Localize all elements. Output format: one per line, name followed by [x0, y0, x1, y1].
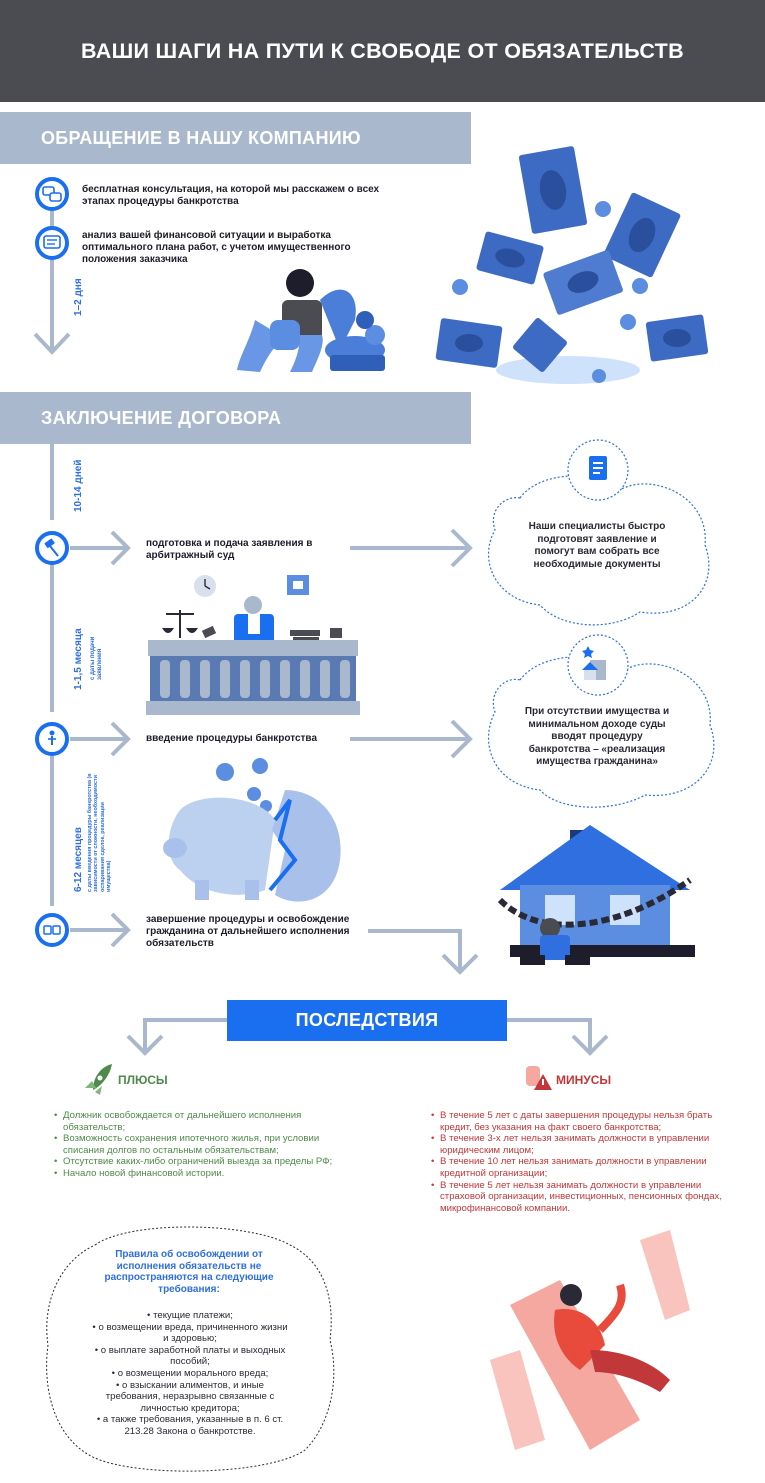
step-analysis: анализ вашей финансовой ситуации и выраб… [82, 230, 351, 265]
cons-title: МИНУСЫ [556, 1073, 612, 1087]
rules-item: текущие платежи; [153, 1310, 233, 1321]
rules-title: Правила об освобождении от исполнения об… [104, 1249, 274, 1295]
cons-item: В течение 5 лет с даты завершения процед… [431, 1110, 725, 1133]
falling-man-illustration [490, 1230, 690, 1450]
rules-cloud [46, 1226, 335, 1472]
message-icon [35, 226, 69, 260]
step-completion: завершение процедуры и освобождение граж… [146, 914, 350, 949]
section-title-contract: ЗАКЛЮЧЕНИЕ ДОГОВОРА [41, 407, 282, 428]
rules-list: • текущие платежи; • о возмещении вреда,… [92, 1310, 288, 1437]
rules-item: о возмещении морального вреда; [117, 1367, 269, 1379]
house-chain-illustration [497, 825, 695, 965]
pros-item: Возможность сохранения ипотечного жилья,… [54, 1133, 348, 1156]
pros-list: Должник освобождается от дальнейшего исп… [54, 1110, 348, 1180]
pros-item: Отсутствие каких-либо ограничений выезда… [54, 1156, 348, 1168]
cons-item: В течение 10 лет нельзя занимать должнос… [431, 1156, 725, 1179]
sitting-man-illustration [237, 269, 385, 372]
document-icon [589, 456, 607, 480]
gavel-icon [35, 531, 69, 565]
cloud-2-text: При отсутствии имущества и минимальном д… [524, 706, 670, 767]
courtroom-illustration [146, 575, 360, 715]
arrow-step1-head [110, 530, 131, 566]
cons-list: В течение 5 лет с даты завершения процед… [431, 1110, 725, 1215]
duration-step1: 10-14 дней [73, 459, 84, 512]
duration-step3: 6-12 месяцев [73, 827, 84, 892]
cons-item: В течение 5 лет нельзя занимать должност… [431, 1180, 725, 1215]
timeline-arrow-1 [33, 332, 71, 355]
warning-icon [526, 1066, 552, 1090]
section-bar-company: ОБРАЩЕНИЕ В НАШУ КОМПАНИЮ [0, 112, 471, 164]
page-title: ВАШИ ШАГИ НА ПУТИ К СВОБОДЕ ОТ ОБЯЗАТЕЛЬ… [81, 38, 684, 63]
consequences-banner: ПОСЛЕДСТВИЯ [227, 1000, 507, 1041]
cloud-1-text: Наши специалисты быстро подготовят заявл… [528, 521, 666, 570]
money-illustration [435, 146, 709, 384]
duration-step2: 1-1,5 месяца [73, 628, 84, 690]
consequences-title: ПОСЛЕДСТВИЯ [295, 1010, 439, 1030]
rocket-icon [85, 1064, 112, 1095]
piggy-bank-illustration [163, 758, 341, 902]
pros-title: ПЛЮСЫ [118, 1073, 168, 1087]
arrow-step3-elbow-head [441, 953, 479, 975]
branch-left [143, 1018, 227, 1052]
arrow-to-cloud1-head [450, 528, 473, 568]
arrow-step2-head [110, 721, 131, 757]
pros-item: Начало новой финансовой истории. [54, 1168, 348, 1180]
step-consultation: бесплатная консультация, на которой мы р… [82, 184, 380, 207]
property-icon [582, 646, 606, 680]
header-bar: ВАШИ ШАГИ НА ПУТИ К СВОБОДЕ ОТ ОБЯЗАТЕЛЬ… [0, 0, 765, 102]
chat-icon [35, 177, 69, 211]
branch-right [507, 1018, 592, 1052]
rules-item: о выплате заработной платы и выходных по… [100, 1344, 286, 1368]
rules-item: о взыскании алиментов, и иные требования… [105, 1379, 275, 1414]
arrow-step3-elbow [368, 929, 462, 972]
freedom-icon [35, 913, 69, 947]
arrow-step3-head [110, 912, 131, 948]
pros-item: Должник освобождается от дальнейшего исп… [54, 1110, 348, 1133]
rules-item: а также требования, указанные в п. 6 ст.… [102, 1414, 284, 1437]
section-bar-contract: ЗАКЛЮЧЕНИЕ ДОГОВОРА [0, 392, 471, 444]
duration-step2-note: с даты подачи заявления [90, 636, 103, 680]
person-icon [35, 722, 69, 756]
duration-section1: 1–2 дня [73, 278, 84, 316]
cloud-2 [487, 656, 715, 808]
section-title-company: ОБРАЩЕНИЕ В НАШУ КОМПАНИЮ [41, 127, 361, 148]
duration-step3-note: с даты введения процедуры банкротства (в… [87, 773, 113, 892]
branch-left-head [126, 1034, 164, 1056]
step-file-application: подготовка и подача заявления в арбитраж… [146, 538, 313, 561]
branch-right-head [571, 1034, 609, 1056]
cons-item: В течение 3-х лет нельзя занимать должно… [431, 1133, 725, 1156]
arrow-to-cloud2-head [450, 719, 473, 759]
step-introduce-procedure: введение процедуры банкротства [146, 733, 318, 744]
rules-item: о возмещении вреда, причиненного жизни и… [98, 1321, 288, 1345]
